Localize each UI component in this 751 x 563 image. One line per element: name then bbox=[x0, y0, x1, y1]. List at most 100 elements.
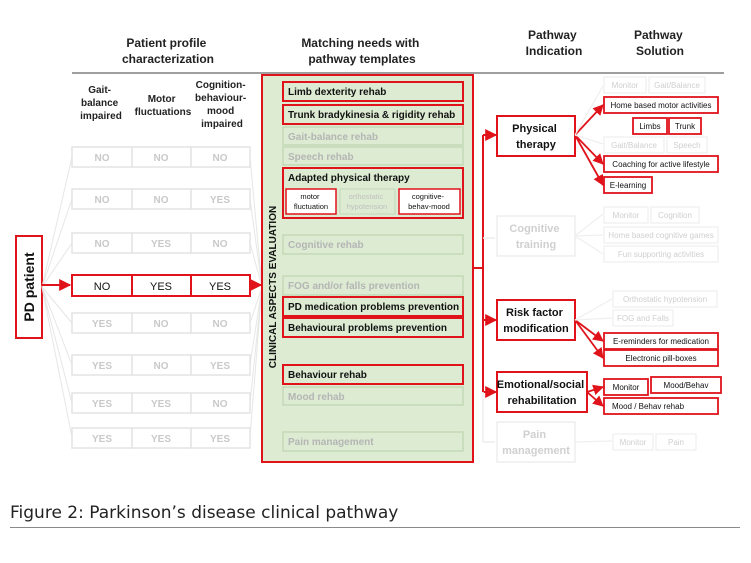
profile-cell-active: YES bbox=[150, 281, 172, 293]
solution-gait1-box bbox=[648, 76, 706, 94]
profile-col-cognition: Cognition- behaviour- mood impaired bbox=[195, 80, 249, 130]
template-limb-box bbox=[282, 81, 464, 102]
template-adapted: Adapted physical therapy bbox=[288, 173, 410, 184]
solution-pillboxes: Electronic pill-boxes bbox=[625, 354, 696, 363]
template-trunk: Trunk bradykinesia & rigidity rehab bbox=[288, 110, 455, 121]
indication-connectors bbox=[473, 129, 498, 443]
profile-cell: NO bbox=[213, 153, 228, 164]
solution-speech-box bbox=[666, 136, 708, 154]
profile-cell: NO bbox=[213, 319, 228, 330]
solution-monitor3: Monitor bbox=[613, 383, 640, 392]
header-matching: Matching needs with pathway templates bbox=[301, 36, 422, 66]
indication-physical-box bbox=[496, 115, 576, 157]
template-fog-box bbox=[282, 275, 464, 296]
profile-row-5: YES NO NO bbox=[71, 312, 251, 334]
pd-patient-label: PD patient bbox=[21, 252, 37, 322]
solution-limbs-box bbox=[632, 117, 668, 135]
solution-connectors bbox=[574, 104, 646, 407]
header-indication: Pathway Indication bbox=[526, 28, 583, 58]
indication-pain: Pain management bbox=[502, 429, 570, 457]
solution-fun-box bbox=[603, 245, 719, 263]
profile-cell: YES bbox=[151, 399, 171, 410]
template-gait: Gait-balance rehab bbox=[288, 132, 378, 143]
solution-fog-falls-box bbox=[612, 309, 674, 327]
template-cognitive-box bbox=[282, 234, 464, 255]
caption-rule bbox=[10, 527, 740, 528]
profile-cell: YES bbox=[92, 434, 112, 445]
profile-cell: YES bbox=[210, 361, 230, 372]
solution-home-cog-box bbox=[603, 226, 719, 244]
solution-elearning-box bbox=[603, 176, 653, 194]
profile-cell: NO bbox=[95, 195, 110, 206]
solution-monitor1-box bbox=[603, 76, 647, 94]
template-pain: Pain management bbox=[288, 437, 374, 448]
solution-trunk: Trunk bbox=[675, 122, 696, 131]
profile-row-6: YES NO YES bbox=[71, 354, 251, 376]
sub-motor-fluct-box bbox=[285, 188, 337, 215]
profile-cell: NO bbox=[154, 319, 169, 330]
figure-caption: Figure 2: Parkinson’s disease clinical p… bbox=[10, 503, 399, 523]
profile-cell: NO bbox=[95, 153, 110, 164]
solution-mood-rehab: Mood / Behav rehab bbox=[612, 402, 685, 411]
template-pd-med-box bbox=[282, 296, 464, 317]
sub-motor-fluct: motor fluctuation bbox=[294, 192, 328, 211]
profile-col-gait: Gait- balance impaired bbox=[80, 85, 122, 122]
profile-cell: YES bbox=[151, 239, 171, 250]
solution-ereminders-box bbox=[603, 332, 719, 350]
profile-cell: YES bbox=[210, 434, 230, 445]
solution-gait1: Gait/Balance bbox=[654, 81, 700, 90]
template-behavioural: Behavioural problems prevention bbox=[288, 323, 447, 334]
solution-home-cog: Home based cognitive games bbox=[608, 231, 713, 240]
solution-cognition-box bbox=[650, 206, 700, 224]
solution-ortho: Orthostatic hypotension bbox=[623, 295, 707, 304]
profile-cell-active: YES bbox=[209, 281, 231, 293]
solution-monitor1: Monitor bbox=[612, 81, 639, 90]
profile-cell: YES bbox=[210, 195, 230, 206]
template-fog: FOG and/or falls prevention bbox=[288, 281, 420, 292]
solution-pain: Pain bbox=[668, 438, 684, 447]
indication-emotional: Emotional/social rehabilitation bbox=[497, 379, 587, 407]
faint-connectors bbox=[41, 156, 263, 438]
profile-row-active: NO YES YES bbox=[71, 274, 251, 297]
header-profile: Patient profile characterization bbox=[122, 36, 214, 66]
sub-cog-behav: cognitive- behav-mood bbox=[408, 192, 450, 211]
template-pd-med: PD medication problems prevention bbox=[288, 302, 459, 313]
profile-cell: YES bbox=[151, 434, 171, 445]
indication-cognitive-box bbox=[496, 215, 576, 257]
solution-gait2-box bbox=[603, 136, 665, 154]
profile-cell: YES bbox=[92, 399, 112, 410]
profile-col-motor: Motor fluctuations bbox=[135, 94, 192, 118]
solution-ereminders: E-reminders for medication bbox=[613, 337, 709, 346]
solution-coaching-box bbox=[603, 155, 719, 173]
solution-home-motor-box bbox=[603, 96, 719, 114]
solution-monitor2: Monitor bbox=[613, 211, 640, 220]
solution-pillboxes-box bbox=[603, 349, 719, 367]
template-speech: Speech rehab bbox=[288, 152, 354, 163]
solution-mood-rehab-box bbox=[603, 397, 719, 415]
template-mood-box bbox=[282, 386, 464, 406]
profile-cell: NO bbox=[95, 239, 110, 250]
profile-row-7: YES YES NO bbox=[71, 392, 251, 414]
template-gait-box bbox=[282, 126, 464, 146]
solution-monitor4: Monitor bbox=[620, 438, 647, 447]
solution-coaching: Coaching for active lifestyle bbox=[612, 160, 710, 169]
sub-cog-behav-box bbox=[398, 188, 461, 215]
solution-monitor2-box bbox=[603, 206, 649, 224]
solution-mood-behav: Mood/Behav bbox=[664, 381, 709, 390]
solution-connectors-faint bbox=[574, 85, 613, 443]
solution-fog-falls: FOG and Falls bbox=[617, 314, 669, 323]
template-behavioural-box bbox=[282, 317, 464, 338]
profile-row-2: NO NO YES bbox=[71, 188, 251, 210]
solution-cognition: Cognition bbox=[658, 211, 692, 220]
solution-monitor3-box bbox=[603, 378, 649, 396]
solution-gait2: Gait/Balance bbox=[611, 141, 657, 150]
profile-cell: YES bbox=[92, 361, 112, 372]
header-solution: Pathway Solution bbox=[634, 28, 686, 58]
solution-elearning: E-learning bbox=[610, 181, 646, 190]
solution-pain-box bbox=[655, 433, 697, 451]
solution-limbs: Limbs bbox=[639, 122, 660, 131]
template-trunk-box bbox=[282, 104, 464, 125]
sub-orthostatic: orthostatic hypotension bbox=[347, 192, 387, 211]
solution-speech: Speech bbox=[673, 141, 700, 150]
profile-cell: NO bbox=[154, 153, 169, 164]
